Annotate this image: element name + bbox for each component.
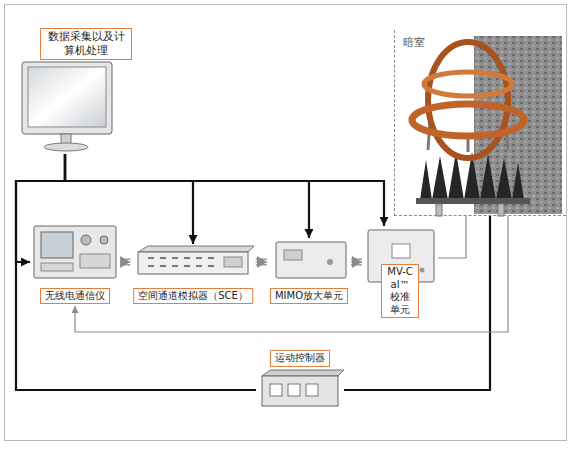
connector-line: [120, 260, 130, 264]
device-label: MV-Cal™ 校准单元: [381, 264, 419, 318]
connector-line: [120, 261, 130, 262]
monitor-base: [44, 143, 88, 151]
device-label: MIMO放大单元: [270, 288, 348, 305]
chamber-region: 暗室: [394, 30, 566, 216]
connector-line: [65, 154, 384, 226]
device-label: 运动控制器: [270, 350, 330, 367]
controller-button: [270, 384, 282, 396]
sce-ports: [148, 258, 214, 266]
tester-knob: [100, 236, 108, 244]
device-box: 运动控制器: [256, 350, 344, 412]
connector: [65, 154, 309, 238]
monitor-body: [22, 62, 112, 134]
chamber-post: [436, 204, 442, 216]
connector-line: [351, 259, 362, 266]
connectors: [16, 154, 508, 390]
connector: [65, 154, 384, 226]
connector-line: [344, 216, 490, 390]
outer-ring: [412, 104, 524, 136]
computer-callout: 数据采集以及计算机处理: [18, 24, 142, 154]
amplifier-body: [276, 242, 346, 278]
monitor-screen: [28, 67, 106, 127]
inner-ring: [424, 72, 512, 96]
connector-line: [65, 154, 309, 238]
region-label: 暗室: [403, 36, 425, 50]
connector-line: [256, 259, 267, 266]
vertical-ring: [428, 42, 508, 158]
connector-line: [75, 216, 508, 332]
tester-body: [34, 226, 116, 278]
connector: [351, 262, 362, 263]
device-label: 数据采集以及计算机处理: [40, 28, 132, 60]
connector-line: [120, 259, 130, 266]
amplifier-led: [327, 259, 333, 265]
sce-top: [138, 246, 254, 252]
controller-top: [262, 370, 344, 376]
controller-button: [288, 384, 300, 396]
device-label: 无线电通信仪: [40, 288, 110, 305]
connector: [344, 216, 490, 390]
calibration-panel: [392, 244, 410, 258]
connector-line: [16, 154, 65, 262]
device-box: MIMO放大单元: [267, 238, 351, 304]
device-box: 无线电通信仪: [30, 222, 120, 304]
device-box: MV-Cal™ 校准单元: [362, 226, 438, 318]
controller-button: [306, 384, 318, 396]
calibration-led: [420, 268, 425, 273]
connector: [75, 216, 508, 332]
tester-buttons: [41, 263, 73, 271]
connector-line: [351, 261, 362, 262]
connector: [120, 262, 130, 263]
device-label: 空间通道模拟器（SCE）: [133, 288, 253, 305]
tester-screen: [41, 232, 73, 258]
chamber-base: [416, 198, 530, 204]
connector: [65, 154, 193, 244]
connector: [16, 154, 256, 390]
connector-line: [438, 216, 466, 258]
chamber-post: [498, 204, 504, 216]
amplifier-panel: [284, 250, 302, 260]
device-box: 空间通道模拟器（SCE）: [130, 244, 256, 304]
sce-panel: [224, 257, 242, 267]
outer-frame: [5, 5, 567, 441]
connector-line: [16, 154, 256, 390]
connector: [16, 154, 65, 262]
connector: [256, 262, 267, 263]
connector-line: [65, 154, 193, 244]
connector-line: [256, 260, 267, 264]
tester-keypad: [80, 254, 110, 268]
sce-body: [138, 252, 248, 274]
connector-line: [256, 261, 267, 262]
connector: [438, 216, 466, 258]
tester-knob: [81, 235, 91, 245]
controller-body: [262, 376, 338, 406]
connector-line: [351, 260, 362, 264]
